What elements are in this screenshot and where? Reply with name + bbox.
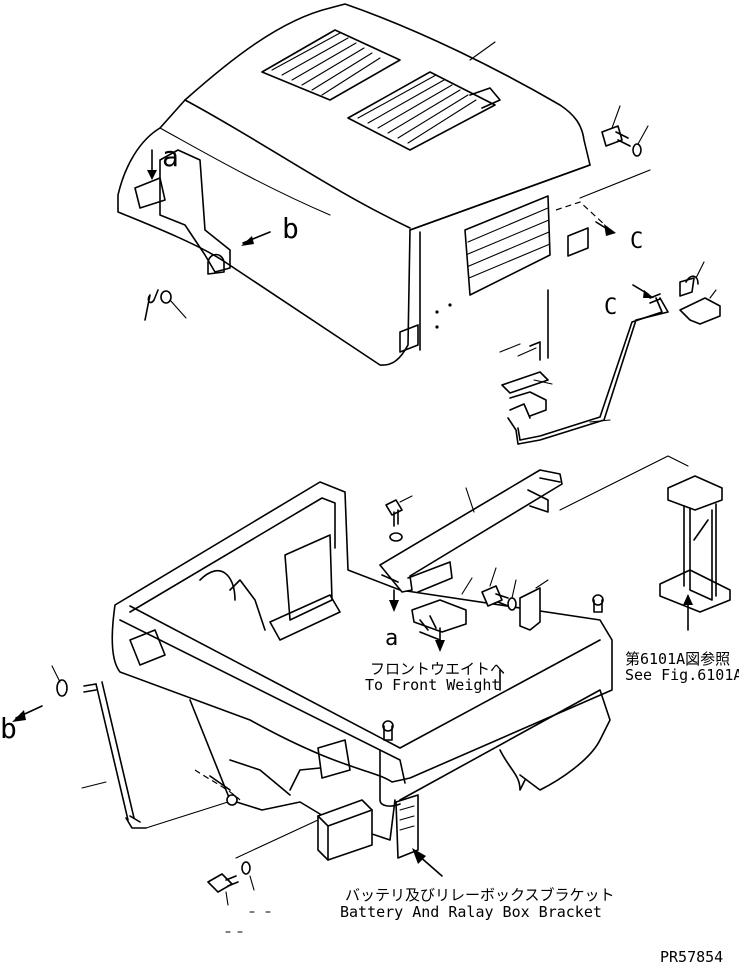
engine-hood — [117, 3, 591, 366]
part-number: PR57854 — [660, 948, 723, 966]
label-front-weight-jp: フロントウエイトへ — [370, 660, 505, 678]
bolt-top-right — [601, 105, 649, 157]
hood-grille-middle — [347, 71, 501, 151]
label-fig-ref-jp: 第6101A図参照 — [625, 650, 730, 668]
label-front-weight-en: To Front Weight — [365, 676, 500, 694]
callout-c-right: C — [630, 229, 643, 254]
label-fig-ref-en: See Fig.6101A — [625, 666, 739, 684]
mount-beam — [379, 469, 563, 641]
label-battery-en: Battery And Ralay Box Bracket — [340, 903, 602, 921]
label-battery-jp: バッテリ及びリレーボックスブラケット — [345, 886, 615, 904]
callout-c-mid: C — [604, 295, 617, 320]
battery-bracket — [317, 794, 443, 877]
callout-b-top: b — [282, 212, 299, 245]
hood-grille-upper — [261, 29, 401, 101]
support-rod — [507, 293, 669, 445]
rear-frame — [111, 481, 613, 841]
callout-b-left: b — [0, 712, 17, 745]
bolt-bottom — [207, 819, 319, 933]
bolt-group-right — [481, 567, 549, 631]
callout-a-top: a — [162, 140, 179, 173]
bolt-beam — [385, 495, 413, 612]
fig-6101a-part — [659, 475, 731, 631]
lock-pin-top — [144, 289, 187, 321]
hood-side-grille — [464, 195, 551, 296]
clip-right — [679, 261, 721, 325]
hood-latch — [499, 289, 553, 394]
left-stay-rod — [51, 665, 238, 829]
callout-a-bottom: a — [385, 626, 398, 651]
